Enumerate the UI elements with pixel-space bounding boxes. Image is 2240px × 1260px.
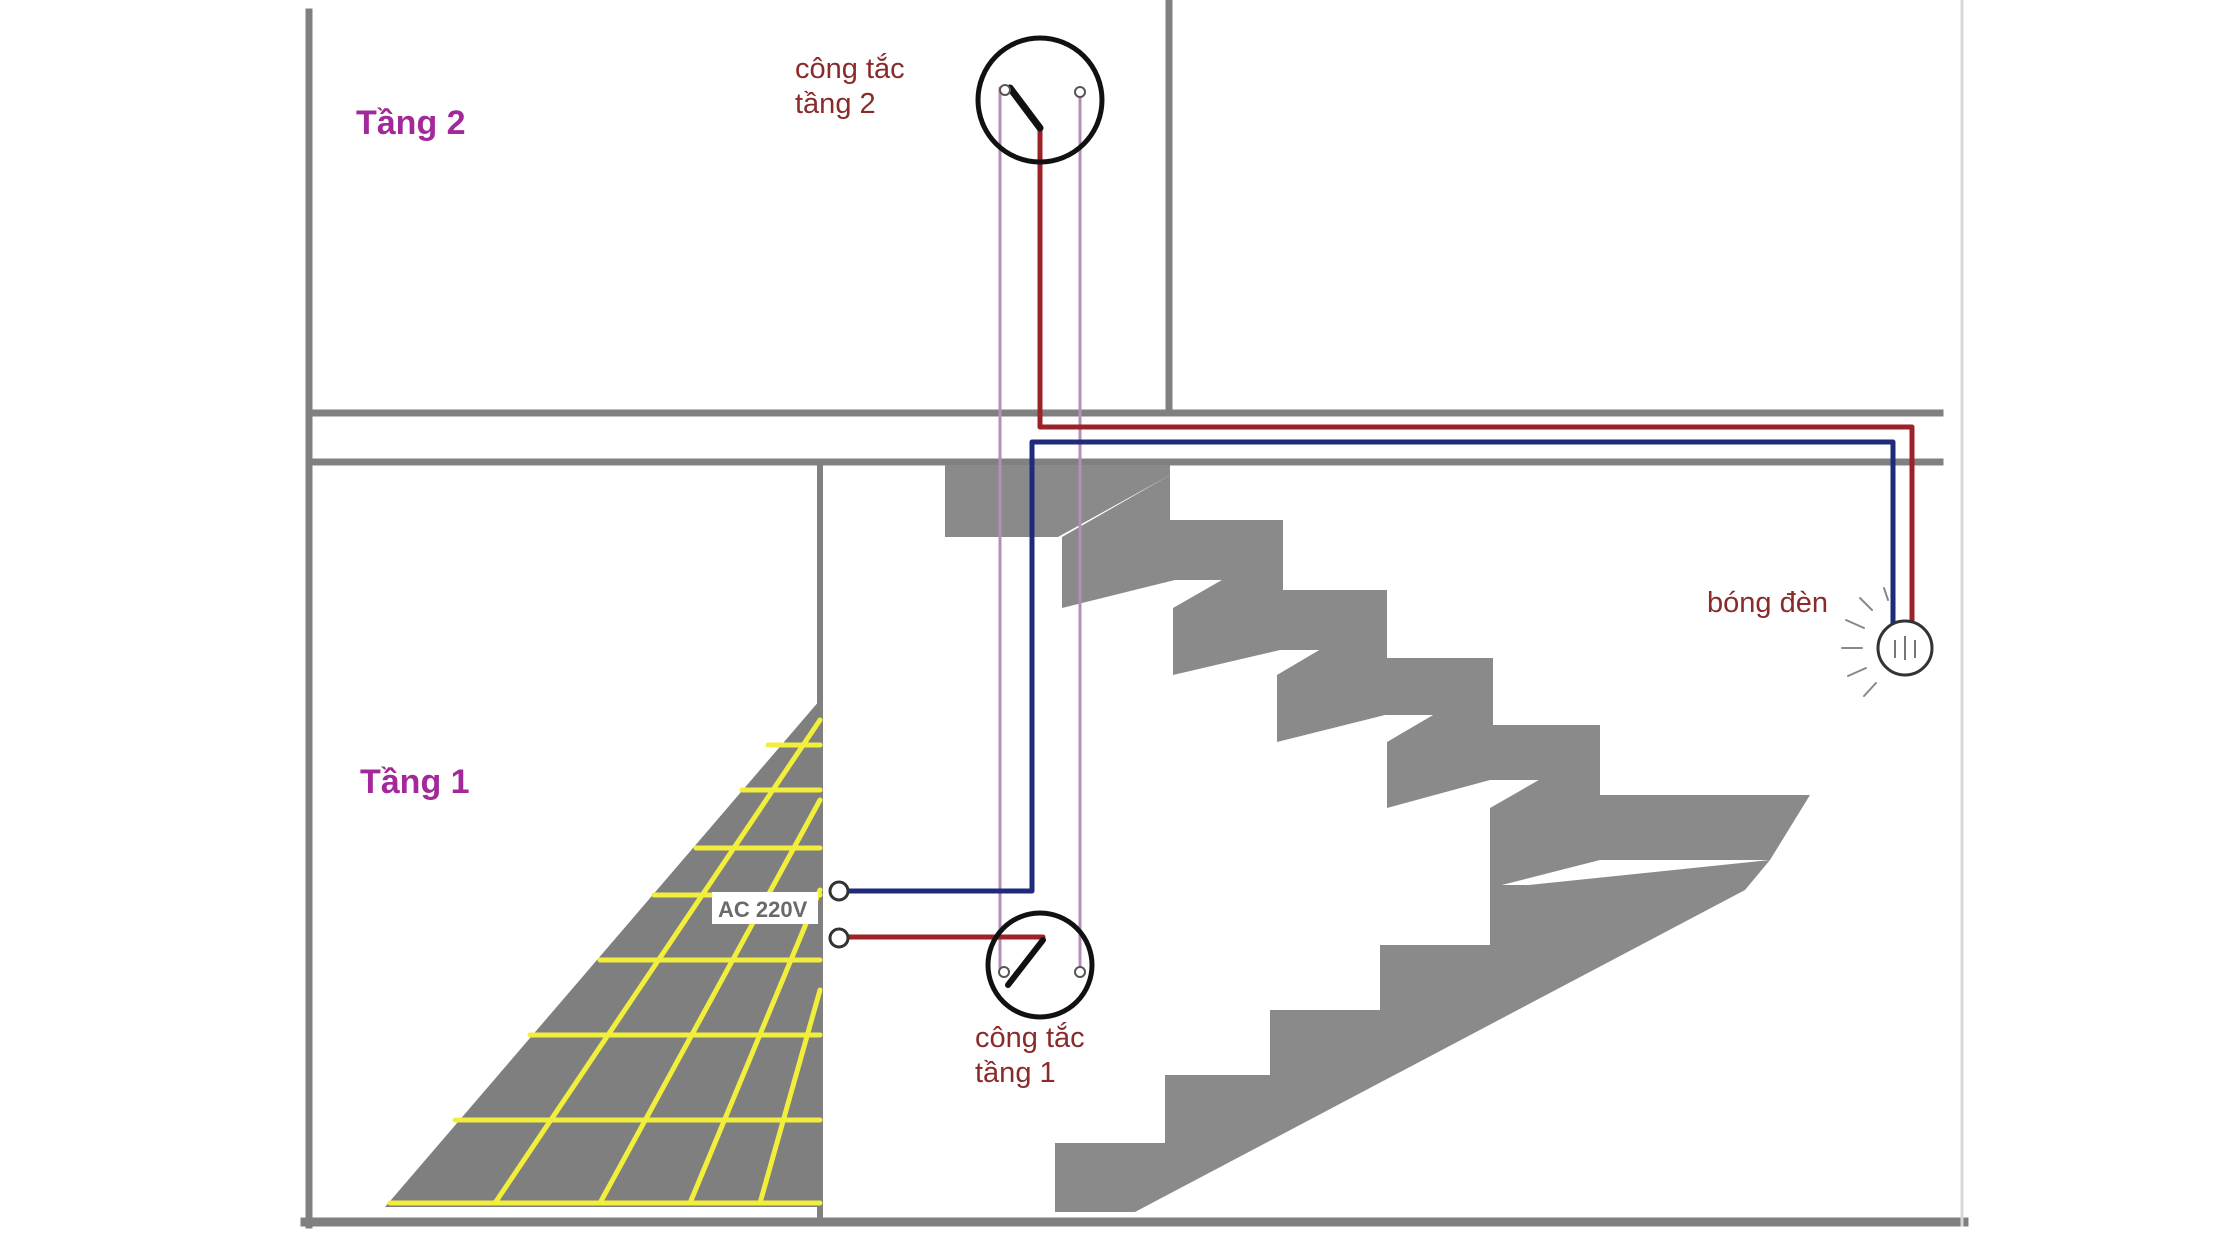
grout-d4: [757, 987, 823, 1206]
ray: [1847, 667, 1867, 677]
floor1-label: Tầng 1: [360, 763, 470, 801]
terminal-icon: [828, 927, 850, 949]
tile-area: [385, 700, 820, 1207]
ray: [1883, 587, 1889, 601]
switch-lever: [1006, 84, 1044, 132]
switch-floor2-label-line2: tầng 2: [795, 88, 876, 120]
switch-contact: [999, 84, 1011, 96]
grout-d2: [597, 797, 823, 1206]
ray: [1859, 597, 1873, 611]
stair-step-5: [1490, 745, 1810, 888]
lower-stair-body: [1055, 885, 1745, 1212]
wiring: [839, 86, 1915, 974]
stair-step-3: [1277, 610, 1493, 742]
switch-contact: [1074, 86, 1086, 98]
floor2-label: Tầng 2: [356, 104, 466, 142]
switch-lever: [1005, 937, 1046, 988]
switch-floor1-label-line1: công tắc: [975, 1021, 1085, 1054]
switch-floor1: [985, 910, 1095, 1020]
switch-floor2: [975, 35, 1105, 165]
upper-staircase: [945, 465, 1810, 890]
stair-step-1: [1062, 475, 1283, 608]
live-wire-upper: [1037, 125, 1915, 633]
light-rays: [1841, 587, 1889, 697]
switch-contact: [1074, 966, 1086, 978]
switch-floor1-label-line2: tầng 1: [975, 1057, 1056, 1089]
two-way-switch-icon: [975, 35, 1105, 165]
ray: [1863, 682, 1877, 697]
lamp-label: bóng đèn: [1707, 587, 1828, 619]
tile-grout-lines: [387, 717, 823, 1206]
lower-staircase: [1055, 885, 1745, 1212]
grout-d1: [492, 717, 823, 1206]
two-way-switch-icon: [985, 910, 1095, 1020]
stair-landing-edge: [1500, 860, 1770, 890]
ac-220v-label: AC 220V: [718, 897, 808, 922]
terminal-icon: [828, 880, 850, 902]
ac-label-bg: [712, 892, 818, 924]
switch-contact: [998, 966, 1010, 978]
lamp: [1841, 587, 1934, 697]
ray: [1845, 619, 1865, 629]
grout-d3: [687, 887, 823, 1206]
power-source: AC 220V: [712, 880, 850, 949]
tiled-floor: [385, 700, 823, 1207]
switch-floor2-label-line1: công tắc: [795, 52, 905, 85]
bulb-filament: [1894, 636, 1916, 660]
neutral-wire: [839, 439, 1896, 894]
